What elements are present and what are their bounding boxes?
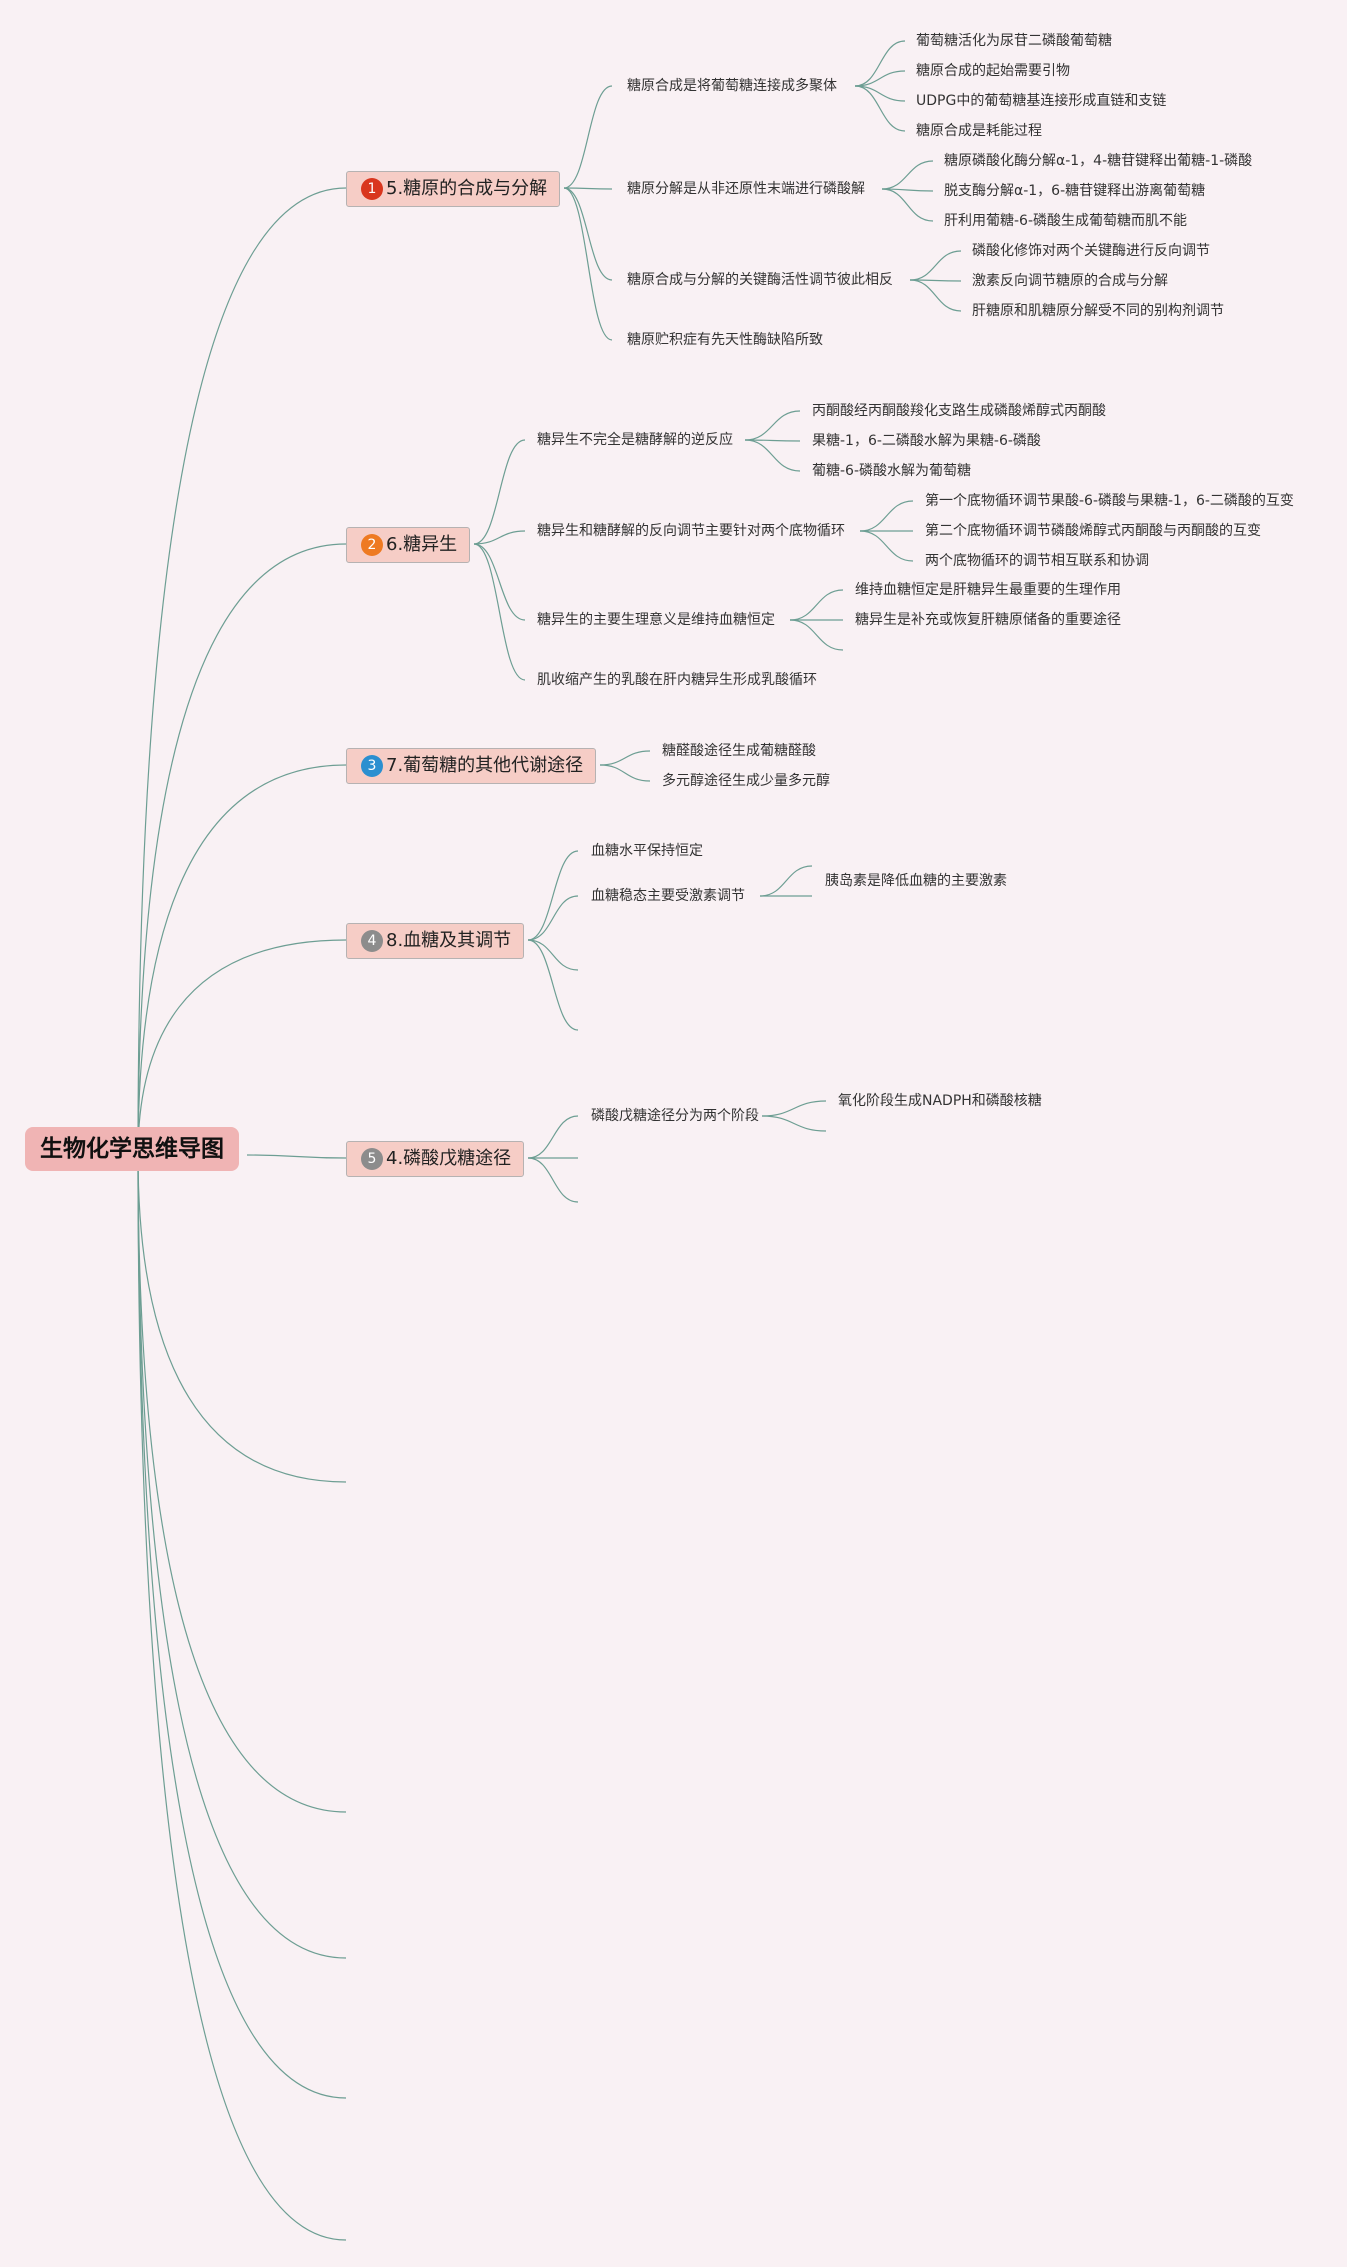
connector-line-5: [137, 1154, 347, 1483]
connector-line-11: [563, 187, 613, 190]
priority-4-icon: 4: [361, 930, 383, 952]
branch-blood-glucose[interactable]: 4 8.血糖及其调节: [346, 923, 525, 959]
branch-other-glucose-pathways[interactable]: 3 7.葡萄糖的其他代谢途径: [346, 748, 597, 784]
connector-line-45: [527, 1115, 579, 1159]
connector-line-30: [744, 439, 801, 472]
branch-pentose-phosphate[interactable]: 5 4.磷酸戊糖途径: [346, 1141, 525, 1177]
connector-line-23: [909, 279, 962, 312]
subtopic[interactable]: 糖异生的主要生理意义是维持血糖恒定: [537, 612, 775, 628]
root-topic[interactable]: 生物化学思维导图: [25, 1127, 239, 1171]
subtopic-leaf[interactable]: 丙酮酸经丙酮酸羧化支路生成磷酸烯醇式丙酮酸: [812, 403, 1106, 419]
subtopic-leaf[interactable]: 第二个底物循环调节磷酸烯醇式丙酮酸与丙酮酸的互变: [925, 523, 1261, 539]
branch-glycogen[interactable]: 1 5.糖原的合成与分解: [346, 171, 561, 207]
branch-label: 6.糖异生: [386, 534, 458, 555]
connector-line-14: [854, 40, 906, 87]
connector-line-17: [854, 85, 906, 132]
connector-line-39: [527, 850, 579, 941]
subtopic-leaf[interactable]: 胰岛素是降低血糖的主要激素: [825, 873, 1007, 889]
connector-line-8: [137, 1154, 347, 2099]
subtopic-leaf[interactable]: 葡萄糖活化为尿苷二磷酸葡萄糖: [916, 33, 1112, 49]
subtopic-leaf[interactable]: 葡糖-6-磷酸水解为葡萄糖: [812, 463, 972, 479]
connector-line-49: [761, 1115, 827, 1132]
subtopic-leaf[interactable]: 激素反向调节糖原的合成与分解: [972, 273, 1168, 289]
connector-line-1: [137, 543, 347, 1156]
connector-line-47: [527, 1157, 579, 1203]
connector-line-43: [759, 865, 813, 897]
connector-line-18: [881, 160, 934, 190]
subtopic[interactable]: 肌收缩产生的乳酸在肝内糖异生形成乳酸循环: [537, 672, 817, 688]
connector-line-40: [527, 895, 579, 941]
connector-line-48: [761, 1100, 827, 1117]
connector-line-9: [137, 1154, 347, 2241]
branch-label: 5.糖原的合成与分解: [386, 178, 548, 199]
priority-5-icon: 5: [361, 1148, 383, 1170]
subtopic-leaf[interactable]: 糖原合成的起始需要引物: [916, 63, 1070, 79]
subtopic[interactable]: 磷酸戊糖途径分为两个阶段: [591, 1108, 759, 1124]
branch-label: 7.葡萄糖的其他代谢途径: [386, 755, 584, 776]
connector-line-28: [744, 410, 801, 441]
priority-3-icon: 3: [361, 755, 383, 777]
subtopic-leaf[interactable]: 氧化阶段生成NADPH和磷酸核糖: [838, 1093, 1042, 1109]
subtopic-leaf[interactable]: 脱支酶分解α-1，6-糖苷键释出游离葡萄糖: [944, 183, 1206, 199]
subtopic-leaf[interactable]: 磷酸化修饰对两个关键酶进行反向调节: [972, 243, 1210, 259]
connector-line-38: [599, 764, 651, 782]
connector-line-16: [854, 85, 906, 102]
connector-line-24: [473, 439, 526, 545]
subtopic[interactable]: 血糖稳态主要受激素调节: [591, 888, 745, 904]
connector-line-7: [137, 1154, 347, 1959]
subtopic-leaf[interactable]: 糖异生是补充或恢复肝糖原储备的重要途径: [855, 612, 1121, 628]
connector-line-27: [473, 543, 526, 681]
connector-line-0: [137, 187, 347, 1156]
connector-line-4: [246, 1154, 347, 1159]
connector-line-26: [473, 543, 526, 621]
priority-2-icon: 2: [361, 534, 383, 556]
connector-line-20: [881, 188, 934, 222]
connector-line-10: [563, 85, 613, 189]
connector-line-2: [137, 764, 347, 1156]
subtopic[interactable]: 糖原合成与分解的关键酶活性调节彼此相反: [627, 272, 893, 288]
connector-line-36: [789, 619, 844, 651]
connector-line-37: [599, 750, 651, 766]
connector-line-3: [137, 939, 347, 1156]
subtopic-leaf[interactable]: 糖原磷酸化酶分解α-1，4-糖苷键释出葡糖-1-磷酸: [944, 153, 1253, 169]
branch-label: 8.血糖及其调节: [386, 930, 512, 951]
subtopic-leaf[interactable]: 果糖-1，6-二磷酸水解为果糖-6-磷酸: [812, 433, 1041, 449]
connector-line-13: [563, 187, 613, 341]
subtopic-leaf[interactable]: UDPG中的葡萄糖基连接形成直链和支链: [916, 93, 1167, 109]
connector-line-15: [854, 70, 906, 87]
subtopic[interactable]: 糖异生不完全是糖酵解的逆反应: [537, 432, 733, 448]
connector-line-31: [859, 500, 914, 532]
subtopic-leaf[interactable]: 维持血糖恒定是肝糖异生最重要的生理作用: [855, 582, 1121, 598]
subtopic[interactable]: 糖异生和糖酵解的反向调节主要针对两个底物循环: [537, 523, 845, 539]
connector-line-33: [859, 530, 914, 562]
branch-label: 4.磷酸戊糖途径: [386, 1148, 512, 1169]
connector-line-6: [137, 1154, 347, 1813]
subtopic-leaf[interactable]: 肝糖原和肌糖原分解受不同的别构剂调节: [972, 303, 1224, 319]
subtopic[interactable]: 糖原分解是从非还原性末端进行磷酸解: [627, 181, 865, 197]
root-topic-label: 生物化学思维导图: [40, 1136, 224, 1162]
subtopic[interactable]: 多元醇途径生成少量多元醇: [662, 773, 830, 789]
subtopic[interactable]: 血糖水平保持恒定: [591, 843, 703, 859]
branch-gluconeogenesis[interactable]: 2 6.糖异生: [346, 527, 471, 563]
subtopic[interactable]: 糖醛酸途径生成葡糖醛酸: [662, 743, 816, 759]
connector-line-25: [473, 530, 526, 545]
subtopic-leaf[interactable]: 糖原合成是耗能过程: [916, 123, 1042, 139]
subtopic-leaf[interactable]: 肝利用葡糖-6-磷酸生成葡萄糖而肌不能: [944, 213, 1188, 229]
connector-line-42: [527, 939, 579, 1031]
priority-1-icon: 1: [361, 178, 383, 200]
connector-line-12: [563, 187, 613, 281]
connector-line-34: [789, 589, 844, 621]
subtopic[interactable]: 糖原合成是将葡萄糖连接成多聚体: [627, 78, 837, 94]
subtopic-leaf[interactable]: 两个底物循环的调节相互联系和协调: [925, 553, 1149, 569]
connector-line-41: [527, 939, 579, 971]
subtopic[interactable]: 糖原贮积症有先天性酶缺陷所致: [627, 332, 823, 348]
subtopic-leaf[interactable]: 第一个底物循环调节果酸-6-磷酸与果糖-1，6-二磷酸的互变: [925, 493, 1294, 509]
connector-line-21: [909, 250, 962, 281]
